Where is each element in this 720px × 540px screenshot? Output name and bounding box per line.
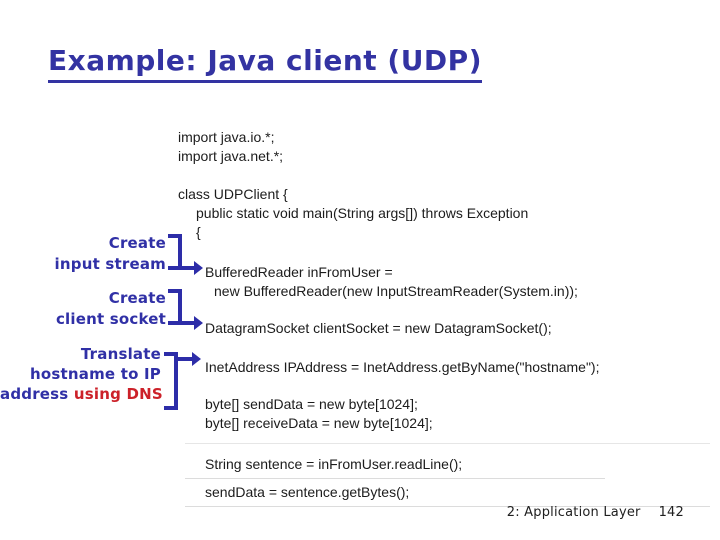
code-line: String sentence = inFromUser.readLine(); — [205, 456, 463, 472]
bracket-create-input-stream — [168, 234, 182, 270]
annotation-line: Create — [108, 289, 166, 307]
annotation-create-input-stream: Create input stream — [0, 233, 166, 275]
bracket-create-client-socket — [168, 289, 182, 325]
code-line: new BufferedReader(new InputStreamReader… — [214, 283, 578, 299]
annotation-line: address using DNS — [0, 384, 163, 404]
code-line: byte[] sendData = new byte[1024]; — [205, 396, 418, 412]
code-line: class UDPClient { — [178, 186, 288, 202]
annotation-line: Translate — [80, 345, 161, 363]
arrow-right-icon — [176, 357, 192, 361]
annotation-line: client socket — [55, 310, 166, 328]
arrow-right-icon — [192, 352, 201, 366]
code-line: BufferedReader inFromUser = — [205, 264, 393, 280]
code-line: import java.io.*; — [178, 129, 275, 145]
footer-section-label: 2: Application Layer — [506, 505, 641, 520]
code-line: import java.net.*; — [178, 148, 284, 164]
annotation-text-blue: address — [0, 385, 74, 403]
arrow-right-icon — [180, 266, 194, 270]
footer-page-number: 142 — [658, 505, 684, 520]
arrow-right-icon — [180, 321, 194, 325]
annotation-line: Create — [108, 234, 166, 252]
arrow-right-icon — [194, 316, 203, 330]
divider — [185, 478, 605, 479]
arrow-right-icon — [194, 261, 203, 275]
bracket-translate-hostname — [164, 352, 178, 410]
divider — [185, 443, 710, 444]
code-line: byte[] receiveData = new byte[1024]; — [205, 415, 433, 431]
footer: 2: Application Layer 142 — [507, 505, 684, 520]
code-line: public static void main(String args[]) t… — [196, 205, 529, 221]
annotation-text-red: using DNS — [73, 385, 163, 403]
code-line: { — [196, 224, 201, 240]
annotation-translate-hostname: Translate hostname to IP address using D… — [0, 344, 163, 404]
slide-title: Example: Java client (UDP) — [48, 44, 482, 83]
divider — [185, 506, 710, 507]
code-line: DatagramSocket clientSocket = new Datagr… — [205, 320, 552, 336]
code-line: InetAddress IPAddress = InetAddress.getB… — [205, 359, 600, 375]
annotation-line: hostname to IP — [30, 365, 161, 383]
annotation-create-client-socket: Create client socket — [0, 288, 166, 330]
code-line: sendData = sentence.getBytes(); — [205, 484, 410, 500]
annotation-line: input stream — [54, 255, 166, 273]
